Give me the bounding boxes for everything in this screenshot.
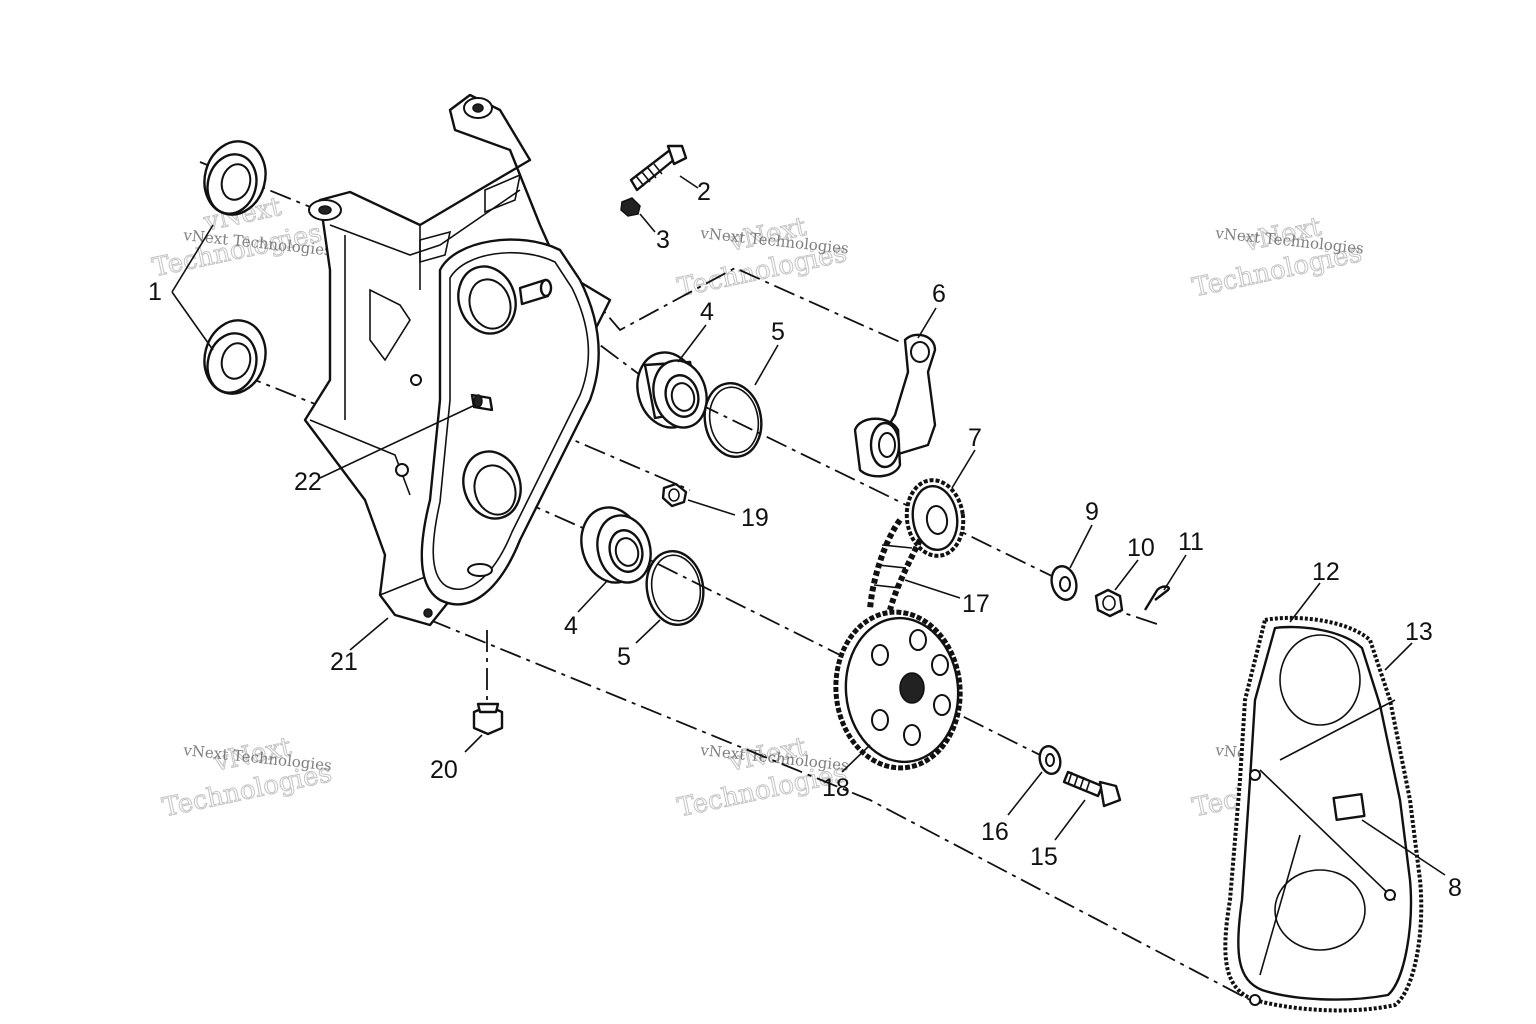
sprocket-upper — [904, 478, 966, 558]
leader-4a — [677, 324, 707, 363]
leader-7 — [951, 449, 976, 489]
leader-13 — [1384, 642, 1413, 671]
leader-10 — [1114, 559, 1139, 591]
leader-19 — [687, 499, 736, 516]
callout-2: 2 — [697, 178, 711, 206]
watermark-bottom-left: vNext Technologies — [159, 731, 335, 823]
callout-3: 3 — [656, 226, 670, 254]
leader-1 — [171, 224, 214, 351]
leader-4b — [577, 579, 609, 613]
callout-1: 1 — [148, 278, 162, 306]
nut-10 — [1094, 588, 1124, 618]
bearing-upper — [636, 351, 708, 429]
callout-11: 11 — [1178, 528, 1204, 556]
leader-15 — [1054, 799, 1086, 841]
leader-5b — [635, 619, 661, 644]
tensioner-arm — [853, 333, 937, 478]
callout-labels: 1 2 3 4 4 5 5 6 7 8 9 10 11 12 13 15 16 … — [148, 178, 1462, 902]
callout-16: 16 — [981, 818, 1009, 846]
callout-21: 21 — [330, 648, 358, 676]
nut-19 — [661, 482, 688, 508]
centerline-seal-lower — [204, 359, 331, 411]
callout-15: 15 — [1030, 843, 1058, 871]
bolt-2 — [629, 144, 688, 192]
callout-5-upper: 5 — [771, 318, 785, 346]
cotter-pin-11 — [1143, 585, 1170, 611]
snap-ring-lower — [645, 550, 705, 626]
chaincase-housing — [303, 93, 612, 627]
callout-22: 22 — [294, 468, 322, 496]
sprocket-lower — [833, 609, 963, 771]
drain-plug-20 — [472, 702, 504, 736]
centerline-seal-upper — [199, 161, 331, 216]
snap-ring-upper — [703, 382, 763, 458]
callout-4-lower: 4 — [564, 612, 578, 640]
leader-17 — [904, 579, 961, 599]
nut-3 — [620, 197, 641, 217]
callout-7: 7 — [968, 424, 982, 452]
chaincase-cover — [1223, 615, 1424, 1013]
leader-3 — [639, 213, 656, 233]
seal-lower — [203, 319, 267, 395]
leader-22 — [319, 404, 476, 479]
callout-6: 6 — [932, 280, 946, 308]
callout-10: 10 — [1127, 534, 1155, 562]
leader-21 — [349, 617, 389, 651]
seal-upper — [203, 140, 267, 216]
leader-5a — [754, 344, 779, 386]
callout-5-lower: 5 — [617, 643, 631, 671]
leader-20 — [464, 734, 483, 753]
leader-9 — [1069, 524, 1093, 569]
label-8 — [1332, 792, 1366, 822]
callout-18: 18 — [822, 774, 850, 802]
callout-9: 9 — [1085, 498, 1099, 526]
bolt-15 — [1062, 770, 1122, 808]
callout-4-upper: 4 — [700, 298, 714, 326]
centerline-case-cover — [429, 619, 1251, 1001]
drive-chain — [867, 518, 923, 611]
leader-18 — [841, 744, 871, 773]
callout-13: 13 — [1405, 618, 1433, 646]
leader-12 — [1289, 582, 1321, 623]
leader-8 — [1361, 819, 1446, 876]
leader-2 — [679, 175, 699, 189]
leader-lines — [171, 175, 1446, 876]
leader-11 — [1163, 554, 1187, 591]
callout-19: 19 — [741, 504, 769, 532]
washer-9 — [1050, 565, 1078, 601]
bearing-lower — [580, 506, 652, 584]
callout-17: 17 — [962, 590, 990, 618]
leader-16 — [1007, 771, 1043, 816]
leader-6 — [917, 307, 937, 339]
callout-8: 8 — [1448, 874, 1462, 902]
callout-12: 12 — [1312, 558, 1340, 586]
washer-16 — [1038, 745, 1062, 775]
callout-20: 20 — [430, 756, 458, 784]
